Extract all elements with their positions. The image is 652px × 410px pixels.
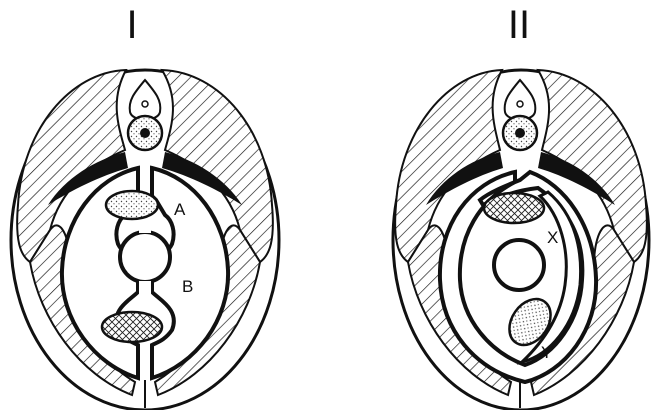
label-x: X (547, 228, 558, 247)
gut-lumen (120, 232, 170, 282)
panel-two: II X Y (393, 3, 649, 410)
label-y: Y (541, 343, 552, 362)
notochord-core (515, 128, 525, 138)
neural-canal (517, 101, 523, 107)
panel-one: I A B (11, 3, 279, 410)
organ-x (484, 193, 544, 223)
label-b: B (182, 277, 193, 296)
neural-canal (142, 101, 148, 107)
notochord-core (140, 128, 150, 138)
gut-lumen (494, 240, 544, 290)
panel-title: I (126, 3, 137, 47)
organ-a (106, 191, 158, 219)
panel-title: II (508, 3, 530, 47)
label-a: A (174, 200, 186, 219)
organ-b (102, 312, 162, 342)
